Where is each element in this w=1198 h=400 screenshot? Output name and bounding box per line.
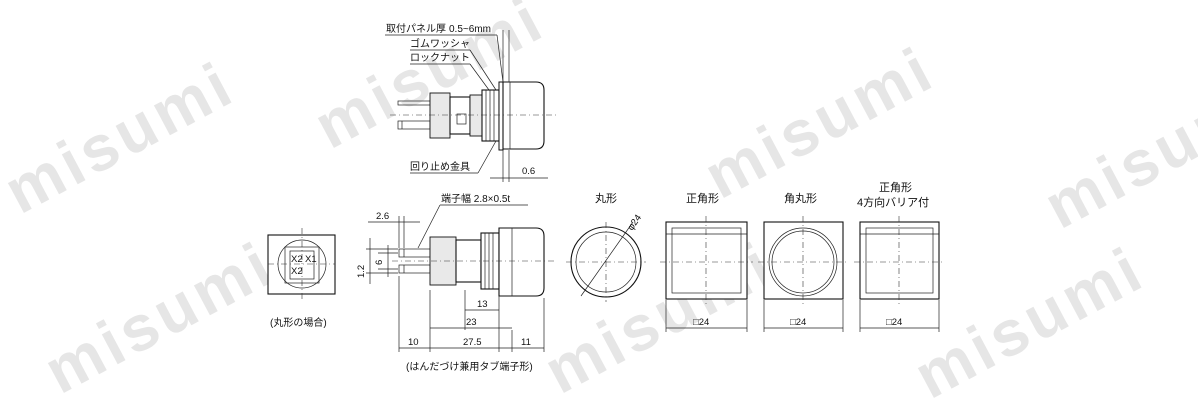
pin-label-x2: X2	[291, 254, 303, 265]
watermark: misumi	[0, 47, 246, 227]
shape-square-round: 角丸形 □24	[758, 192, 849, 332]
shape-title: 正角形	[879, 181, 912, 194]
dim-6: 6	[374, 260, 385, 265]
shape-square-barrier: 正角形 4方向バリア付 □24	[854, 181, 945, 332]
dim-10: 10	[408, 337, 419, 348]
dim-square: □24	[886, 317, 902, 328]
label-lock-nut: ロックナット	[410, 52, 470, 64]
watermark: misumi	[533, 227, 786, 400]
pin-label-x2: X2	[291, 266, 303, 277]
dim-0-6: 0.6	[522, 166, 535, 177]
rear-view: X1 X2 X2 (丸形の場合)	[267, 228, 336, 329]
pin-label-x1: X1	[305, 254, 317, 265]
shape-title: 角丸形	[784, 192, 817, 205]
dim-27-5: 27.5	[463, 337, 482, 348]
shape-square: 正角形 □24	[660, 192, 753, 332]
caption-round-case: (丸形の場合)	[270, 316, 327, 329]
shape-title: 丸形	[595, 192, 617, 205]
dim-11: 11	[521, 337, 531, 348]
dim-square: □24	[790, 317, 806, 328]
watermark: misumi	[33, 227, 286, 400]
dim-diameter: φ24	[625, 213, 644, 233]
top-side-view: 取付パネル厚 0.5~6mm ゴムワッシャ ロックナット 回り止め金具 0.6	[385, 22, 556, 182]
dim-1-2: 1.2	[356, 265, 367, 278]
dim-square: □24	[693, 317, 709, 328]
watermark: misumi	[903, 232, 1156, 400]
dim-23: 23	[466, 317, 477, 328]
bottom-side-view: 端子幅 2.8×0.5t 2.6 6 1.2 13 23 10 27.5 11	[356, 192, 556, 373]
label-anti-rotation: 回り止め金具	[410, 160, 470, 173]
label-panel-thickness: 取付パネル厚	[386, 22, 446, 35]
label-terminal-width: 端子幅 2.8×0.5t	[441, 192, 510, 205]
dim-13: 13	[477, 299, 488, 310]
label-panel-thickness-range: 0.5~6mm	[449, 24, 491, 35]
label-rubber-washer: ゴムワッシャ	[410, 37, 470, 50]
shape-subtitle: 4方向バリア付	[857, 195, 929, 209]
watermark: misumi	[1033, 62, 1198, 242]
dim-2-6: 2.6	[376, 211, 389, 222]
shape-round: 丸形 φ24	[566, 192, 646, 302]
caption-solder-tab: (はんだづけ兼用タブ端子形)	[406, 360, 533, 373]
shape-title: 正角形	[686, 192, 719, 205]
